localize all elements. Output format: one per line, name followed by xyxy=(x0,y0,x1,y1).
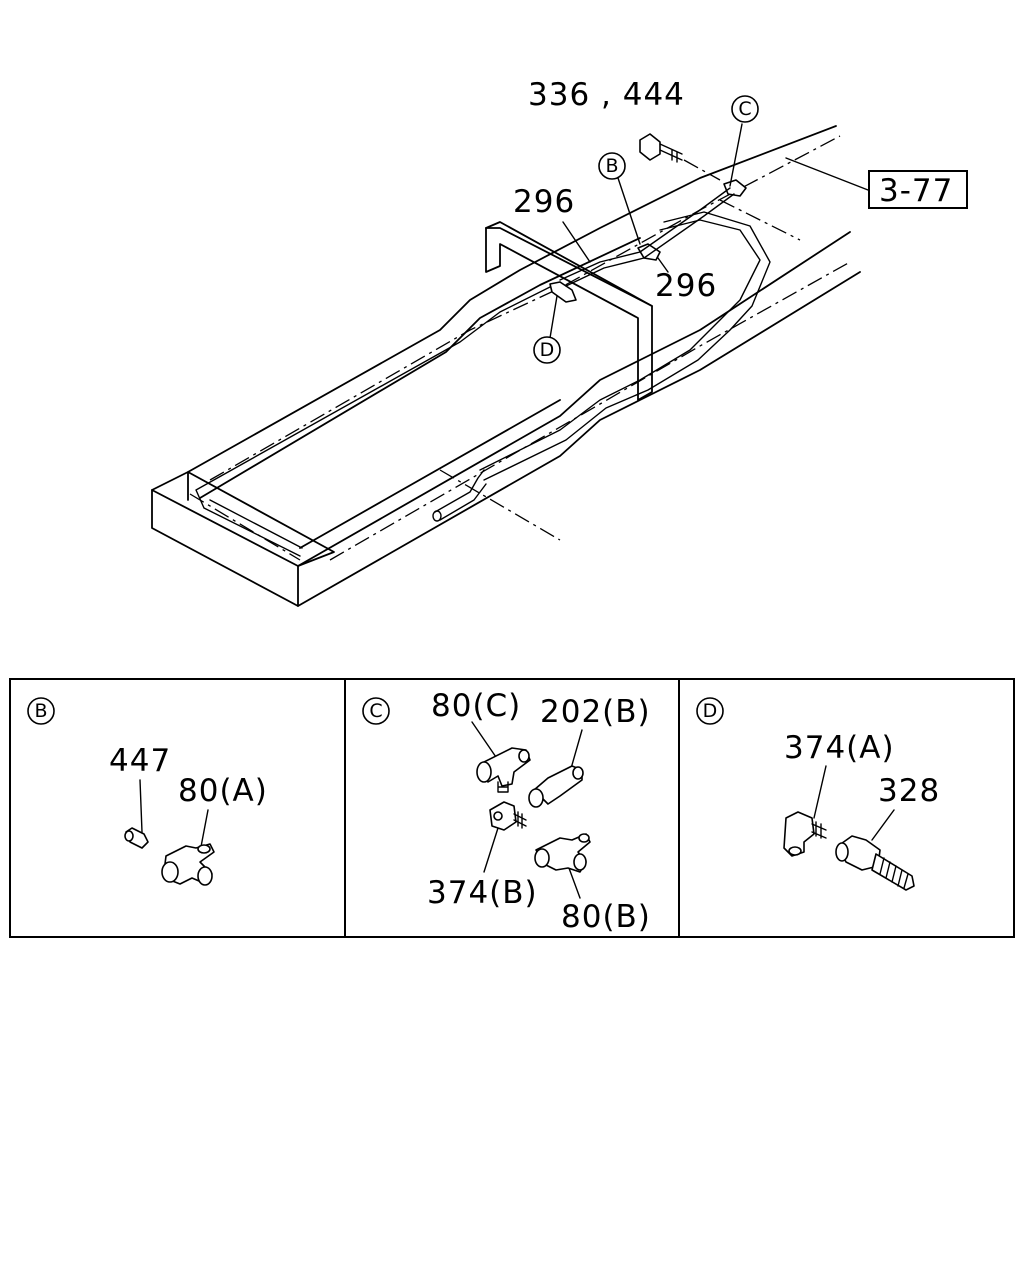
detail-c-badge: C xyxy=(362,697,390,725)
part-374b-union-icon xyxy=(489,801,527,831)
detail-d-badge: D xyxy=(696,697,724,725)
detail-b-badge: B xyxy=(27,697,55,725)
detail-c-panel: C 80(C) 202(B) 374(B) 80(B) xyxy=(362,688,651,935)
label-336-444: 336 , 444 xyxy=(528,77,685,113)
part-80c-tee-icon xyxy=(476,747,531,793)
label-80c: 80(C) xyxy=(431,688,521,724)
detail-d-letter: D xyxy=(703,700,718,722)
label-296-upper: 296 xyxy=(513,184,575,220)
part-328-bolt-icon xyxy=(835,835,915,891)
label-202b: 202(B) xyxy=(540,694,651,730)
label-447: 447 xyxy=(109,743,171,779)
label-374a: 374(A) xyxy=(784,730,895,766)
label-80b: 80(B) xyxy=(561,899,651,935)
page-reference-box[interactable]: 3-77 xyxy=(868,170,968,209)
detail-c-letter: C xyxy=(369,700,382,722)
label-328: 328 xyxy=(878,773,940,809)
label-80a: 80(A) xyxy=(178,773,268,809)
callout-d-letter: D xyxy=(540,339,555,361)
detail-d-panel: D 374(A) 328 xyxy=(696,697,940,891)
part-374a-elbow-icon xyxy=(783,811,827,857)
callout-c[interactable]: C xyxy=(731,95,759,123)
callout-b[interactable]: B xyxy=(598,152,626,180)
callout-b-letter: B xyxy=(605,155,618,177)
label-296-lower: 296 xyxy=(655,268,717,304)
callout-d[interactable]: D xyxy=(533,336,561,364)
part-80a-cross-icon xyxy=(161,843,215,886)
detail-panels xyxy=(9,678,1015,938)
part-202b-connector-icon xyxy=(528,765,584,808)
label-374b: 374(B) xyxy=(427,875,538,911)
detail-b-letter: B xyxy=(34,700,47,722)
part-447-icon xyxy=(124,827,149,849)
detail-b-panel: B 447 80(A) xyxy=(27,697,268,886)
page-reference-label: 3-77 xyxy=(879,173,953,209)
callout-c-letter: C xyxy=(738,98,751,120)
chassis-frame-drawing xyxy=(151,123,869,607)
part-80b-tee-icon xyxy=(534,833,591,873)
